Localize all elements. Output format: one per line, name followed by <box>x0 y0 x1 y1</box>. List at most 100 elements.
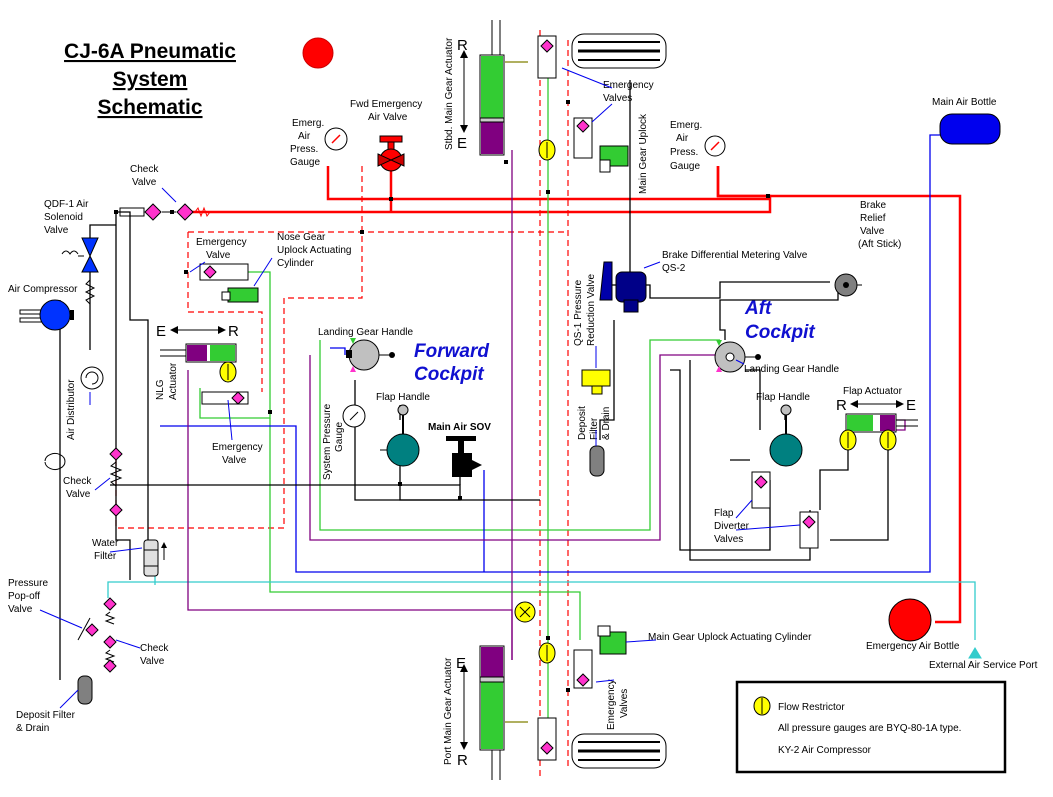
check-valve-top-label-2: Valve <box>132 177 157 188</box>
air-distributor <box>80 366 104 390</box>
emerg-air-bottle-label: Emergency Air Bottle <box>866 641 960 652</box>
brake-relief-label-1: Brake <box>860 200 887 211</box>
main-air-bottle-label: Main Air Bottle <box>932 97 997 108</box>
emerg-gauge2-label-1: Emerg. <box>670 120 702 131</box>
stbd-actuator-label: Stbd. Main Gear Actuator <box>444 37 455 150</box>
flap-div-label-3: Valves <box>714 534 743 545</box>
check-valve-top-label-1: Check <box>130 164 159 175</box>
legend-note-2: KY-2 Air Compressor <box>778 745 872 756</box>
port-actuator-r: R <box>457 752 468 769</box>
fwd-emerg-valve-label-2: Air Valve <box>368 112 408 123</box>
pressure-popoff-valve <box>77 597 117 673</box>
emerg-valve-nose-label-1: Emergency <box>196 237 247 248</box>
emerg-gauge-label-1: Emerg. <box>292 118 324 129</box>
qdf-label-1: QDF-1 Air <box>44 199 89 210</box>
title-block: CJ-6A Pneumatic System Schematic <box>64 40 236 119</box>
title-line-1: CJ-6A Pneumatic <box>64 40 236 63</box>
stbd-actuator-r: R <box>457 37 468 54</box>
check-valve-left-label-1: Check <box>63 476 92 487</box>
emerg-valves-bot-label-2: Valves <box>619 689 630 718</box>
emerg-gauge2-label-3: Press. <box>670 147 698 158</box>
brake-relief-label-2: Relief <box>860 213 886 224</box>
brake-diff-metering-valve <box>599 261 647 313</box>
forward-cockpit-line-1: Forward <box>414 341 489 362</box>
popoff-label-2: Pop-off <box>8 591 40 602</box>
brake-diff-label-1: Brake Differential Metering Valve <box>662 250 808 261</box>
port-main-gear-actuator <box>460 601 536 780</box>
main-air-bottle <box>939 113 1001 145</box>
qs1-label-1: QS-1 Pressure <box>573 279 584 346</box>
emerg-gauge2-label-4: Gauge <box>670 161 700 172</box>
port-emergency-valves <box>537 625 627 761</box>
nlg-label-2: Actuator <box>168 362 179 400</box>
legend-box: Flow Restrictor All pressure gauges are … <box>735 680 1007 774</box>
brake-diff-label-2: QS-2 <box>662 263 686 274</box>
cyan-lines <box>107 565 976 640</box>
emerg-valves-top-label-1: Emergency <box>603 80 654 91</box>
flap-div-label-1: Flap <box>714 508 734 519</box>
aft-cockpit-line-1: Aft <box>744 298 772 319</box>
junction-dots <box>114 100 770 692</box>
title-line-3: Schematic <box>97 96 202 119</box>
landing-gear-handle-fwd-label: Landing Gear Handle <box>318 327 414 338</box>
landing-gear-handle-fwd <box>346 338 395 372</box>
nlg-label-1: NLG <box>155 379 166 400</box>
qs1-label-2: Reduction Valve <box>586 273 597 346</box>
main-air-sov-label: Main Air SOV <box>428 422 491 433</box>
red-indicator-dot <box>302 37 334 69</box>
sys-press-label-1: System Pressure <box>322 403 333 480</box>
legend-note-1: All pressure gauges are BYQ-80-1A type. <box>778 723 961 734</box>
landing-gear-handle-aft-label: Landing Gear Handle <box>744 364 840 375</box>
deposit-left-label-2: & Drain <box>16 723 49 734</box>
nose-uplock-label-3: Cylinder <box>277 258 314 269</box>
flap-diverter-valves <box>751 471 819 549</box>
air-compressor-label: Air Compressor <box>8 284 78 295</box>
landing-gear-handle-aft <box>714 340 761 373</box>
emergency-air-bottle <box>888 598 932 642</box>
stbd-wheel <box>571 33 667 69</box>
emerg-valve-nlg-label-2: Valve <box>222 455 247 466</box>
emerg-valves-bot-label-1: Emergency <box>606 679 617 730</box>
deposit-filter-left <box>77 675 93 705</box>
forward-cockpit-line-2: Cockpit <box>414 364 484 385</box>
external-air-service-port <box>968 647 982 659</box>
stbd-emergency-valves <box>537 35 629 173</box>
emerg-gauge-right <box>704 135 726 157</box>
main-gear-uplock-label: Main Gear Uplock <box>638 113 649 194</box>
water-filter <box>143 539 167 577</box>
deposit-mid-label-2: Filter <box>589 417 600 440</box>
green-lines <box>199 50 720 760</box>
emerg-valve-nlg-label-1: Emergency <box>212 442 263 453</box>
emerg-gauge-left <box>324 127 348 151</box>
emerg-gauge-label-2: Air <box>298 131 311 142</box>
flap-actuator-r-letter: R <box>836 397 847 414</box>
check-valve-top <box>119 203 211 221</box>
qdf-solenoid-valve <box>61 237 99 305</box>
brake-relief-label-3: Valve <box>860 226 885 237</box>
popoff-label-3: Valve <box>8 604 33 615</box>
uplock-cyl-label: Main Gear Uplock Actuating Cylinder <box>648 632 812 643</box>
deposit-left-label-1: Deposit Filter <box>16 710 76 721</box>
check-valve-bot-label-1: Check <box>140 643 169 654</box>
emerg-valve-nose-label-2: Valve <box>206 250 231 261</box>
nlg-r-letter: R <box>228 323 239 340</box>
flap-handle-fwd <box>380 404 420 467</box>
deposit-mid-label-3: & Drain <box>601 407 612 440</box>
flap-actuator <box>839 400 918 451</box>
check-valve-left <box>109 447 123 517</box>
aft-cockpit-line-2: Cockpit <box>745 322 815 343</box>
port-actuator-label: Port Main Gear Actuator <box>443 657 454 765</box>
flap-handle-aft <box>769 404 803 467</box>
brake-relief-valve <box>834 273 862 297</box>
water-filter-label-1: Water <box>92 538 119 549</box>
emerg-gauge-label-3: Press. <box>290 144 318 155</box>
port-wheel <box>571 733 667 769</box>
brake-relief-label-4: (Aft Stick) <box>858 239 901 250</box>
flap-handle-fwd-label: Flap Handle <box>376 392 430 403</box>
stbd-main-gear-actuator <box>460 20 505 156</box>
emerg-valves-top-label-2: Valves <box>603 93 632 104</box>
nlg-actuator <box>160 326 249 405</box>
pointer-arrows <box>39 67 801 709</box>
check-valve-bot-label-2: Valve <box>140 656 165 667</box>
